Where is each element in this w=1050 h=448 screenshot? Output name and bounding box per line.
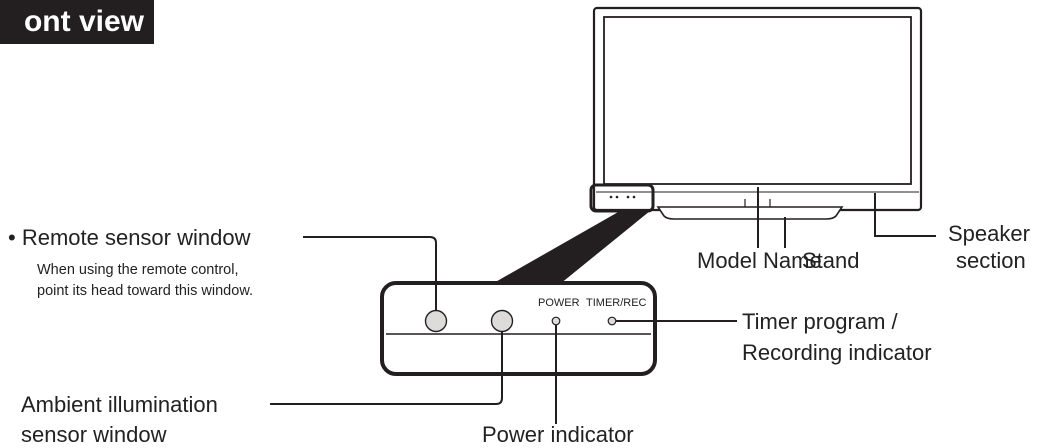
remote-sensor-note-1: When using the remote control, (37, 262, 239, 278)
magnified-panel (380, 281, 657, 376)
speaker-label-2: section (956, 248, 1026, 273)
tv-stand (656, 206, 844, 220)
magnify-wedge (492, 211, 650, 284)
tiny-dot (615, 195, 619, 199)
tiny-dot (609, 195, 613, 199)
timer-rec-led (607, 316, 617, 326)
ambient-sensor-label-2: sensor window (21, 422, 167, 447)
model-name-label: Model Name (697, 248, 822, 273)
stand-label: Stand (802, 248, 860, 273)
timer-label-2: Recording indicator (742, 340, 932, 365)
speaker-leader (874, 193, 936, 237)
power-led (551, 316, 561, 326)
ambient-sensor-window (490, 309, 514, 333)
ambient-sensor-label-1: Ambient illumination (21, 392, 218, 417)
tiny-dot (632, 195, 636, 199)
section-title-bar: ont view (0, 0, 154, 44)
remote-sensor-note-2: point its head toward this window. (37, 283, 254, 299)
power-indicator-label: Power indicator (482, 422, 634, 447)
section-title: ont view (23, 5, 144, 38)
tv-screen (603, 16, 912, 185)
power-panel-label: POWER (538, 297, 580, 309)
timer-rec-panel-label: TIMER/REC (586, 297, 647, 309)
remote-sensor-leader (303, 236, 437, 311)
ambient-sensor-leader (270, 331, 503, 405)
tiny-dot (626, 195, 630, 199)
timer-label-1: Timer program / (742, 309, 898, 334)
speaker-label-1: Speaker (948, 221, 1030, 246)
remote-sensor-label: • Remote sensor window (8, 225, 251, 250)
remote-sensor-window (424, 309, 448, 333)
